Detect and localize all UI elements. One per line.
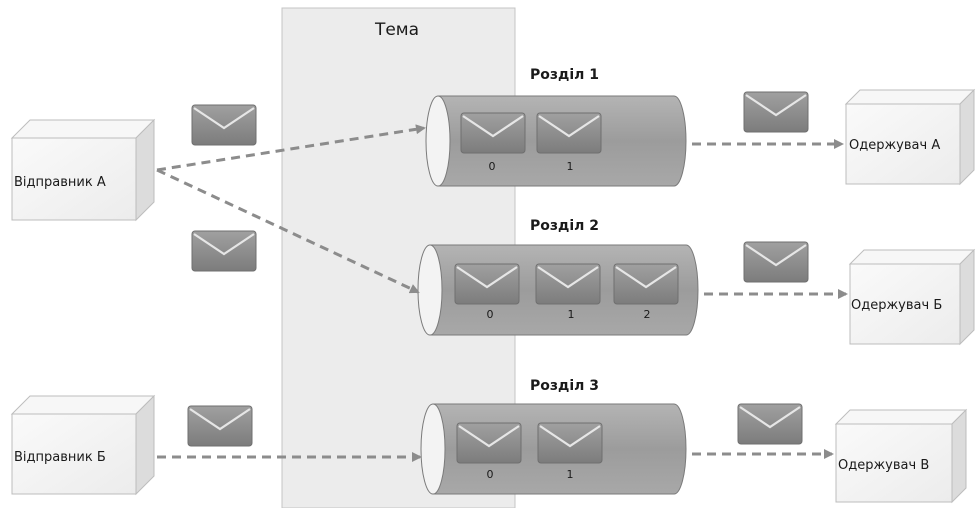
consumer-a-label: Одержувач А xyxy=(849,138,940,153)
arrow-producer-a-to-partition-1 xyxy=(156,124,426,172)
p2-offset-2: 2 xyxy=(644,308,651,321)
consumer-v-label: Одержувач В xyxy=(838,458,929,473)
producer-a-label: Відправник А xyxy=(14,175,106,190)
p1-envelope-0-icon xyxy=(459,111,527,155)
in-flight-envelope-icon xyxy=(742,240,810,284)
p2-offset-1: 1 xyxy=(568,308,575,321)
p3-offset-1: 1 xyxy=(567,468,574,481)
p1-envelope-1-icon xyxy=(535,111,603,155)
partition-1-title: Розділ 1 xyxy=(530,67,599,83)
partition-3-title: Розділ 3 xyxy=(530,378,599,394)
consumer-b-label: Одержувач Б xyxy=(851,298,942,313)
p1-offset-1: 1 xyxy=(567,160,574,173)
in-flight-envelope-icon xyxy=(190,229,258,273)
topic-title: Тема xyxy=(374,20,419,40)
p3-envelope-0-icon xyxy=(455,421,523,465)
p2-envelope-1-icon xyxy=(534,262,602,306)
in-flight-envelope-icon xyxy=(736,402,804,446)
in-flight-envelope-icon xyxy=(742,90,810,134)
p2-offset-0: 0 xyxy=(487,308,494,321)
consumer-b: Одержувач Б xyxy=(848,248,976,346)
in-flight-envelope-icon xyxy=(190,103,258,147)
producer-b: Відправник Б xyxy=(10,394,156,496)
arrow-producer-a-to-partition-2 xyxy=(156,168,420,294)
p2-envelope-2-icon xyxy=(612,262,680,306)
p2-envelope-0-icon xyxy=(453,262,521,306)
in-flight-envelope-icon xyxy=(186,404,254,448)
p3-envelope-1-icon xyxy=(536,421,604,465)
p1-offset-0: 0 xyxy=(489,160,496,173)
p3-offset-0: 0 xyxy=(487,468,494,481)
consumer-v: Одержувач В xyxy=(834,408,968,504)
producer-a: Відправник А xyxy=(10,118,156,222)
partition-2-title: Розділ 2 xyxy=(530,218,599,234)
producer-b-label: Відправник Б xyxy=(14,450,106,465)
consumer-a: Одержувач А xyxy=(844,88,976,186)
